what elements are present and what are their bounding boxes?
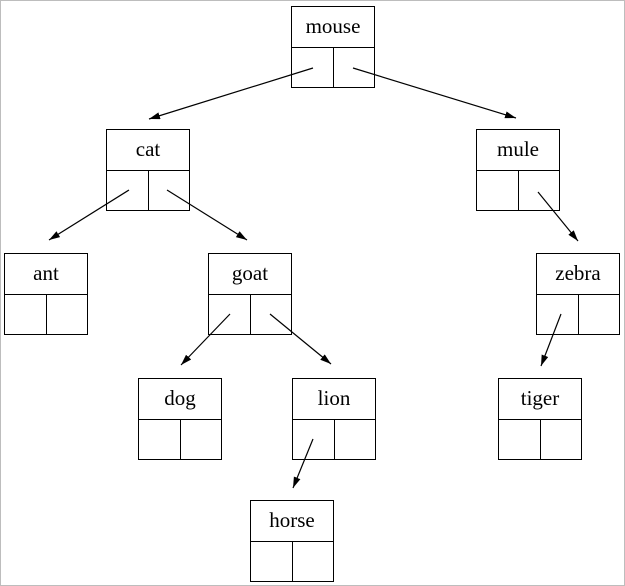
node-label: tiger: [499, 379, 581, 420]
node-label: dog: [139, 379, 221, 420]
left-pointer-cell: [209, 294, 251, 334]
tree-node-mule: mule: [476, 129, 560, 211]
node-label: goat: [209, 254, 291, 295]
right-pointer-cell: [541, 420, 582, 460]
left-pointer-cell: [5, 294, 47, 334]
left-pointer-cell: [139, 419, 181, 459]
left-pointer-cell: [292, 47, 334, 87]
pointer-cells: [477, 170, 560, 211]
right-pointer-cell: [335, 420, 376, 460]
pointer-cells: [499, 419, 582, 460]
tree-node-goat: goat: [208, 253, 292, 335]
node-label: cat: [107, 130, 189, 171]
right-pointer-cell: [251, 295, 292, 335]
tree-node-zebra: zebra: [536, 253, 620, 335]
right-pointer-cell: [334, 48, 375, 88]
tree-node-ant: ant: [4, 253, 88, 335]
edge-mouse-right-mule: [352, 67, 517, 119]
left-pointer-cell: [293, 419, 335, 459]
tree-node-mouse: mouse: [291, 6, 375, 88]
right-pointer-cell: [293, 542, 334, 582]
tree-node-cat: cat: [106, 129, 190, 211]
right-pointer-cell: [181, 420, 222, 460]
node-label: mule: [477, 130, 559, 171]
pointer-cells: [292, 47, 375, 88]
left-pointer-cell: [107, 170, 149, 210]
left-pointer-cell: [251, 541, 293, 581]
node-label: mouse: [292, 7, 374, 48]
tree-node-horse: horse: [250, 500, 334, 582]
tree-node-dog: dog: [138, 378, 222, 460]
right-pointer-cell: [47, 295, 88, 335]
tree-node-lion: lion: [292, 378, 376, 460]
right-pointer-cell: [149, 171, 190, 211]
pointer-cells: [139, 419, 222, 460]
pointer-cells: [107, 170, 190, 211]
pointer-cells: [209, 294, 292, 335]
right-pointer-cell: [579, 295, 620, 335]
edge-mouse-left-cat: [148, 67, 314, 120]
pointer-cells: [5, 294, 88, 335]
left-pointer-cell: [477, 170, 519, 210]
pointer-cells: [537, 294, 620, 335]
node-label: zebra: [537, 254, 619, 295]
right-pointer-cell: [519, 171, 560, 211]
pointer-cells: [293, 419, 376, 460]
node-label: lion: [293, 379, 375, 420]
node-label: horse: [251, 501, 333, 542]
tree-node-tiger: tiger: [498, 378, 582, 460]
node-label: ant: [5, 254, 87, 295]
left-pointer-cell: [499, 419, 541, 459]
left-pointer-cell: [537, 294, 579, 334]
pointer-cells: [251, 541, 334, 582]
